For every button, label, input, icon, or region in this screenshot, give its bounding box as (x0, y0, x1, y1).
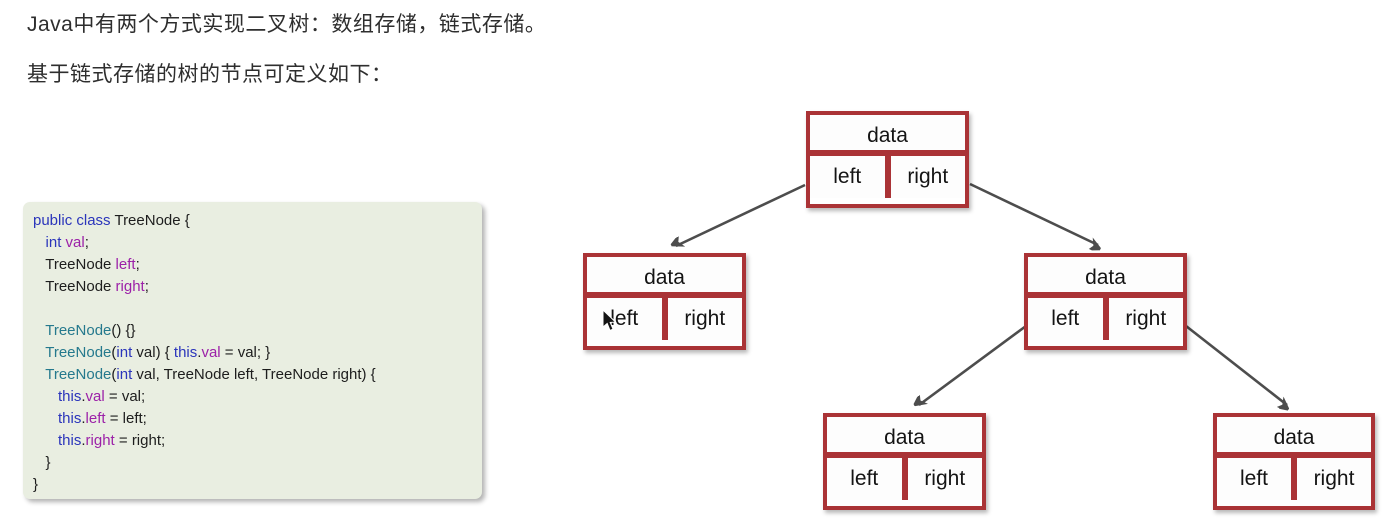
node-data-cell: data (827, 417, 982, 458)
intro-text-line1: Java中有两个方式实现二叉树：数组存储，链式存储。 (27, 13, 547, 36)
mouse-cursor-icon (602, 309, 617, 332)
code-line: TreeNode(int val, TreeNode left, TreeNod… (45, 366, 376, 383)
tree-node-right-child: data left right (1024, 253, 1187, 350)
code-line: } (33, 476, 39, 493)
tree-node-right-right-child: data left right (1213, 413, 1375, 510)
java-code-block: public class TreeNode { int val; TreeNod… (23, 202, 482, 499)
tree-node-left-child: data left right (583, 253, 746, 350)
node-data-cell: data (587, 257, 742, 298)
node-right-pointer-cell: right (1108, 298, 1183, 340)
code-line: TreeNode left; (33, 256, 140, 273)
tree-node-right-left-child: data left right (823, 413, 986, 510)
node-left-pointer-cell: left (810, 156, 891, 198)
code-line: } (33, 454, 51, 471)
node-left-pointer-cell: left (587, 298, 668, 340)
tree-node-root: data left right (806, 111, 969, 208)
node-left-pointer-cell: left (827, 458, 908, 500)
edge-right-child-to-right-grandchild (1185, 324, 1287, 405)
node-right-pointer-cell: right (667, 298, 742, 340)
code-line: TreeNode(int val) { this.val = val; } (45, 344, 271, 361)
node-data-cell: data (810, 115, 965, 156)
code-line: int val; (45, 234, 89, 251)
code-line: public class TreeNode { (33, 212, 190, 229)
node-left-pointer-cell: left (1028, 298, 1109, 340)
node-right-pointer-cell: right (907, 458, 982, 500)
node-data-cell: data (1217, 417, 1371, 458)
intro-text-line2: 基于链式存储的树的节点可定义如下： (27, 63, 393, 86)
code-line: TreeNode right; (33, 278, 149, 295)
code-line: TreeNode() {} (45, 322, 136, 339)
code-line: this.right = right; (58, 432, 166, 449)
node-left-pointer-cell: left (1217, 458, 1297, 500)
node-data-cell: data (1028, 257, 1183, 298)
edge-right-child-to-left-grandchild (919, 324, 1027, 405)
edge-root-to-left-child (676, 183, 806, 248)
code-line: this.left = left; (58, 410, 147, 427)
edge-root-to-right-child (969, 182, 1098, 245)
node-right-pointer-cell: right (1297, 458, 1371, 500)
node-right-pointer-cell: right (890, 156, 965, 198)
code-line: this.val = val; (58, 388, 146, 405)
